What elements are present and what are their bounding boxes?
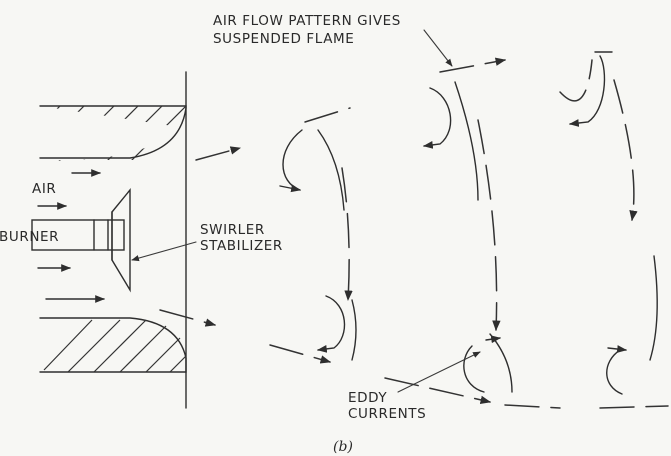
upper-quarl-block (39, 105, 187, 161)
airflow-streamlines (159, 57, 669, 409)
stabilizer-label: STABILIZER (200, 238, 283, 254)
eddy-currents (279, 51, 658, 395)
airflow-leader-line (423, 29, 453, 67)
swirler-label: SWIRLER (200, 222, 265, 238)
air-label: AIR (32, 181, 56, 197)
currents-label: CURRENTS (348, 406, 426, 422)
airflow-label-line2: SUSPENDED FLAME (213, 31, 354, 47)
airflow-label-line1: AIR FLOW PATTERN GIVES (213, 13, 401, 29)
burner-tube (31, 219, 125, 251)
lower-quarl-block (39, 317, 187, 373)
burner-label: BURNER (0, 229, 59, 245)
swirler-stabilizer (111, 188, 131, 293)
swirler-leader-line (131, 241, 197, 262)
air-inlet-arrows (37, 169, 105, 303)
figure-caption: (b) (333, 439, 353, 455)
eddy-label: EDDY (348, 390, 387, 406)
eddy-leader-line (397, 351, 481, 393)
